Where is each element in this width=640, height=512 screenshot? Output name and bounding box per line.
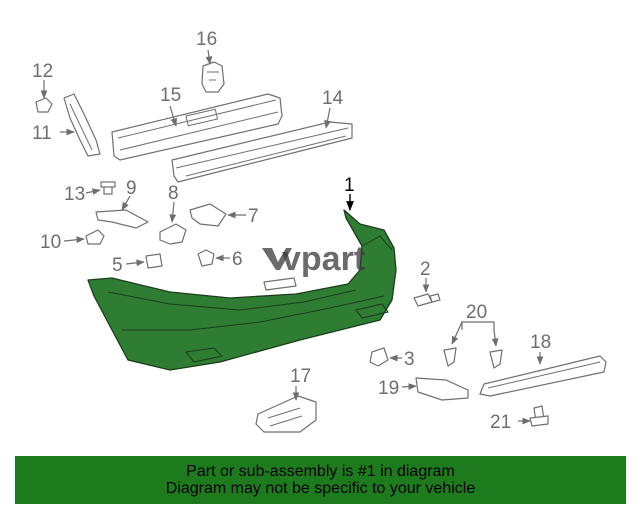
callout-18: 18 — [530, 332, 551, 353]
part-12-clip — [35, 97, 53, 113]
part-20-clips — [443, 347, 503, 369]
callout-7: 7 — [248, 206, 259, 227]
callout-11: 11 — [32, 123, 52, 144]
part-16-bracket — [201, 61, 225, 93]
banner-line-1: Part or sub-assembly is #1 in diagram — [186, 463, 455, 480]
callout-labels: 16 15 14 12 11 13 9 10 8 7 5 6 1 2 3 20 … — [32, 29, 551, 433]
part-3-clip — [369, 347, 389, 367]
bumper-cover-body — [87, 209, 397, 371]
part-11-side-bracket — [63, 93, 101, 157]
part-13-bolt — [100, 181, 116, 195]
part-2-bolt — [413, 293, 441, 307]
part-17-lamp — [255, 395, 317, 433]
callout-10: 10 — [40, 232, 61, 253]
part-9-bracket — [95, 209, 149, 229]
part-21-bolt — [529, 405, 549, 427]
callout-12: 12 — [32, 61, 53, 82]
callout-15: 15 — [160, 85, 181, 106]
part-1-bumper-cover — [87, 209, 397, 371]
part-10-clip — [85, 229, 105, 245]
callout-1: 1 — [344, 175, 355, 196]
part-pad-small — [263, 277, 297, 291]
callout-9: 9 — [126, 178, 137, 199]
callout-21: 21 — [490, 412, 511, 433]
watermark-text: vpart — [282, 240, 365, 278]
info-banner: Part or sub-assembly is #1 in diagram Di… — [15, 456, 626, 504]
callout-19: 19 — [378, 378, 399, 399]
callout-8: 8 — [168, 183, 179, 204]
callout-17: 17 — [290, 366, 311, 387]
callout-6: 6 — [232, 249, 243, 270]
callout-2: 2 — [420, 259, 431, 280]
part-19-reflector — [415, 377, 469, 401]
callout-3: 3 — [404, 349, 415, 370]
leader-lines — [40, 49, 544, 425]
callout-14: 14 — [322, 88, 344, 109]
part-6-clip — [197, 249, 215, 267]
part-8-bracket — [159, 223, 187, 245]
part-15-reinforcement — [111, 93, 283, 161]
callout-20: 20 — [466, 302, 487, 323]
callout-16: 16 — [196, 29, 217, 50]
part-7-bracket — [189, 203, 227, 227]
callout-5: 5 — [112, 255, 123, 276]
part-18-reflector — [479, 355, 607, 397]
part-5-pad — [145, 253, 163, 269]
vparts-watermark-logo: vpart — [262, 240, 365, 278]
callout-13: 13 — [64, 184, 85, 205]
banner-line-2: Diagram may not be specific to your vehi… — [165, 480, 476, 497]
